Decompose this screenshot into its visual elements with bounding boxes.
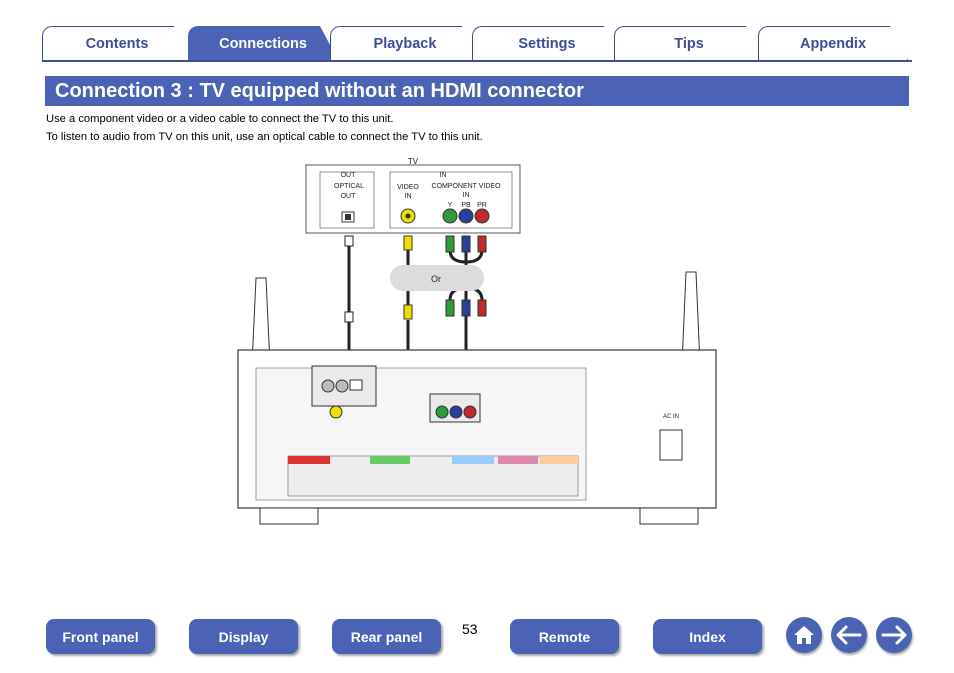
video-plug-top-icon	[403, 235, 413, 251]
speaker-label-surround-back	[498, 456, 538, 464]
page-title-bar: Connection 3 : TV equipped without an HD…	[45, 76, 909, 106]
home-icon	[794, 626, 814, 644]
optical-out-label: OUT	[340, 193, 356, 200]
y-label: Y	[447, 202, 453, 209]
tab-contents[interactable]: Contents	[42, 26, 192, 60]
intro-line-1: Use a component video or a video cable t…	[46, 113, 394, 125]
video-label: VIDEO	[397, 184, 419, 191]
receiver-pb-jack-icon	[449, 405, 463, 419]
pr-label: PR	[477, 202, 487, 209]
pb-plug-top-icon	[461, 235, 471, 253]
remote-button[interactable]: Remote	[510, 619, 619, 654]
component-in-label: IN	[462, 192, 470, 199]
pb-label: PB	[461, 202, 471, 209]
optical-jack-core-icon	[345, 214, 351, 220]
receiver-jack-icon	[335, 379, 349, 393]
tab-label: Settings	[518, 35, 576, 52]
video-plug-bottom-icon	[403, 304, 413, 320]
right-foot	[639, 507, 699, 525]
tab-label: Connections	[219, 35, 307, 52]
receiver-video-jack-icon	[329, 405, 343, 419]
video-jack-core-icon	[405, 213, 411, 219]
speaker-label-surround	[452, 456, 494, 464]
pr-jack-icon	[474, 208, 490, 224]
optical-label: OPTICAL	[334, 183, 364, 190]
connection-diagram: TV OUT IN OPTICAL OUT VIDEO IN COMPONENT…	[230, 150, 720, 530]
y-plug-bottom-icon	[445, 299, 455, 317]
receiver-y-jack-icon	[435, 405, 449, 419]
forward-button[interactable]	[876, 617, 912, 653]
y-jack-icon	[442, 208, 458, 224]
speaker-label-height	[540, 456, 578, 464]
video-in-label: IN	[404, 193, 412, 200]
speaker-label-front	[288, 456, 330, 464]
tab-appendix[interactable]: Appendix	[758, 26, 908, 60]
speaker-label-center	[370, 456, 410, 464]
in-label: IN	[439, 172, 447, 179]
pb-jack-icon	[458, 208, 474, 224]
home-button[interactable]	[786, 617, 822, 653]
optical-plug-bottom-icon	[344, 311, 354, 323]
tab-label: Appendix	[799, 35, 867, 52]
receiver-jack-icon	[321, 379, 335, 393]
arrow-right-icon	[881, 625, 907, 645]
receiver-pr-jack-icon	[463, 405, 477, 419]
tab-settings[interactable]: Settings	[472, 26, 622, 60]
page-number: 53	[462, 621, 478, 637]
pr-plug-top-icon	[477, 235, 487, 253]
tab-label: Tips	[674, 35, 704, 52]
y-plug-top-icon	[445, 235, 455, 253]
display-button[interactable]: Display	[189, 619, 298, 654]
tab-connections[interactable]: Connections	[188, 26, 338, 60]
tab-label: Contents	[85, 35, 149, 52]
arrow-left-icon	[836, 625, 862, 645]
back-button[interactable]	[831, 617, 867, 653]
tab-label: Playback	[373, 35, 437, 52]
receiver-optical-jack-icon	[349, 379, 363, 391]
tab-underline	[42, 60, 912, 62]
component-label: COMPONENT VIDEO	[431, 183, 501, 190]
intro-line-2: To listen to audio from TV on this unit,…	[46, 131, 483, 143]
front-panel-button[interactable]: Front panel	[46, 619, 155, 654]
tab-bar: Contents Connections Playback Settings T…	[42, 26, 912, 62]
diagram-graphic	[237, 164, 717, 525]
pr-plug-bottom-icon	[477, 299, 487, 317]
pb-plug-bottom-icon	[461, 299, 471, 317]
page-title: Connection 3 : TV equipped without an HD…	[55, 79, 584, 102]
rear-panel-button[interactable]: Rear panel	[332, 619, 441, 654]
ac-inlet-icon	[659, 429, 683, 461]
index-button[interactable]: Index	[653, 619, 762, 654]
or-pill	[390, 265, 484, 291]
optical-plug-top-icon	[344, 235, 354, 247]
out-label: OUT	[340, 172, 356, 179]
or-label: Or	[431, 274, 441, 284]
tab-playback[interactable]: Playback	[330, 26, 480, 60]
tab-tips[interactable]: Tips	[614, 26, 764, 60]
tv-label: TV	[407, 157, 419, 166]
ac-in-label: AC IN	[662, 414, 679, 420]
left-foot	[259, 507, 319, 525]
